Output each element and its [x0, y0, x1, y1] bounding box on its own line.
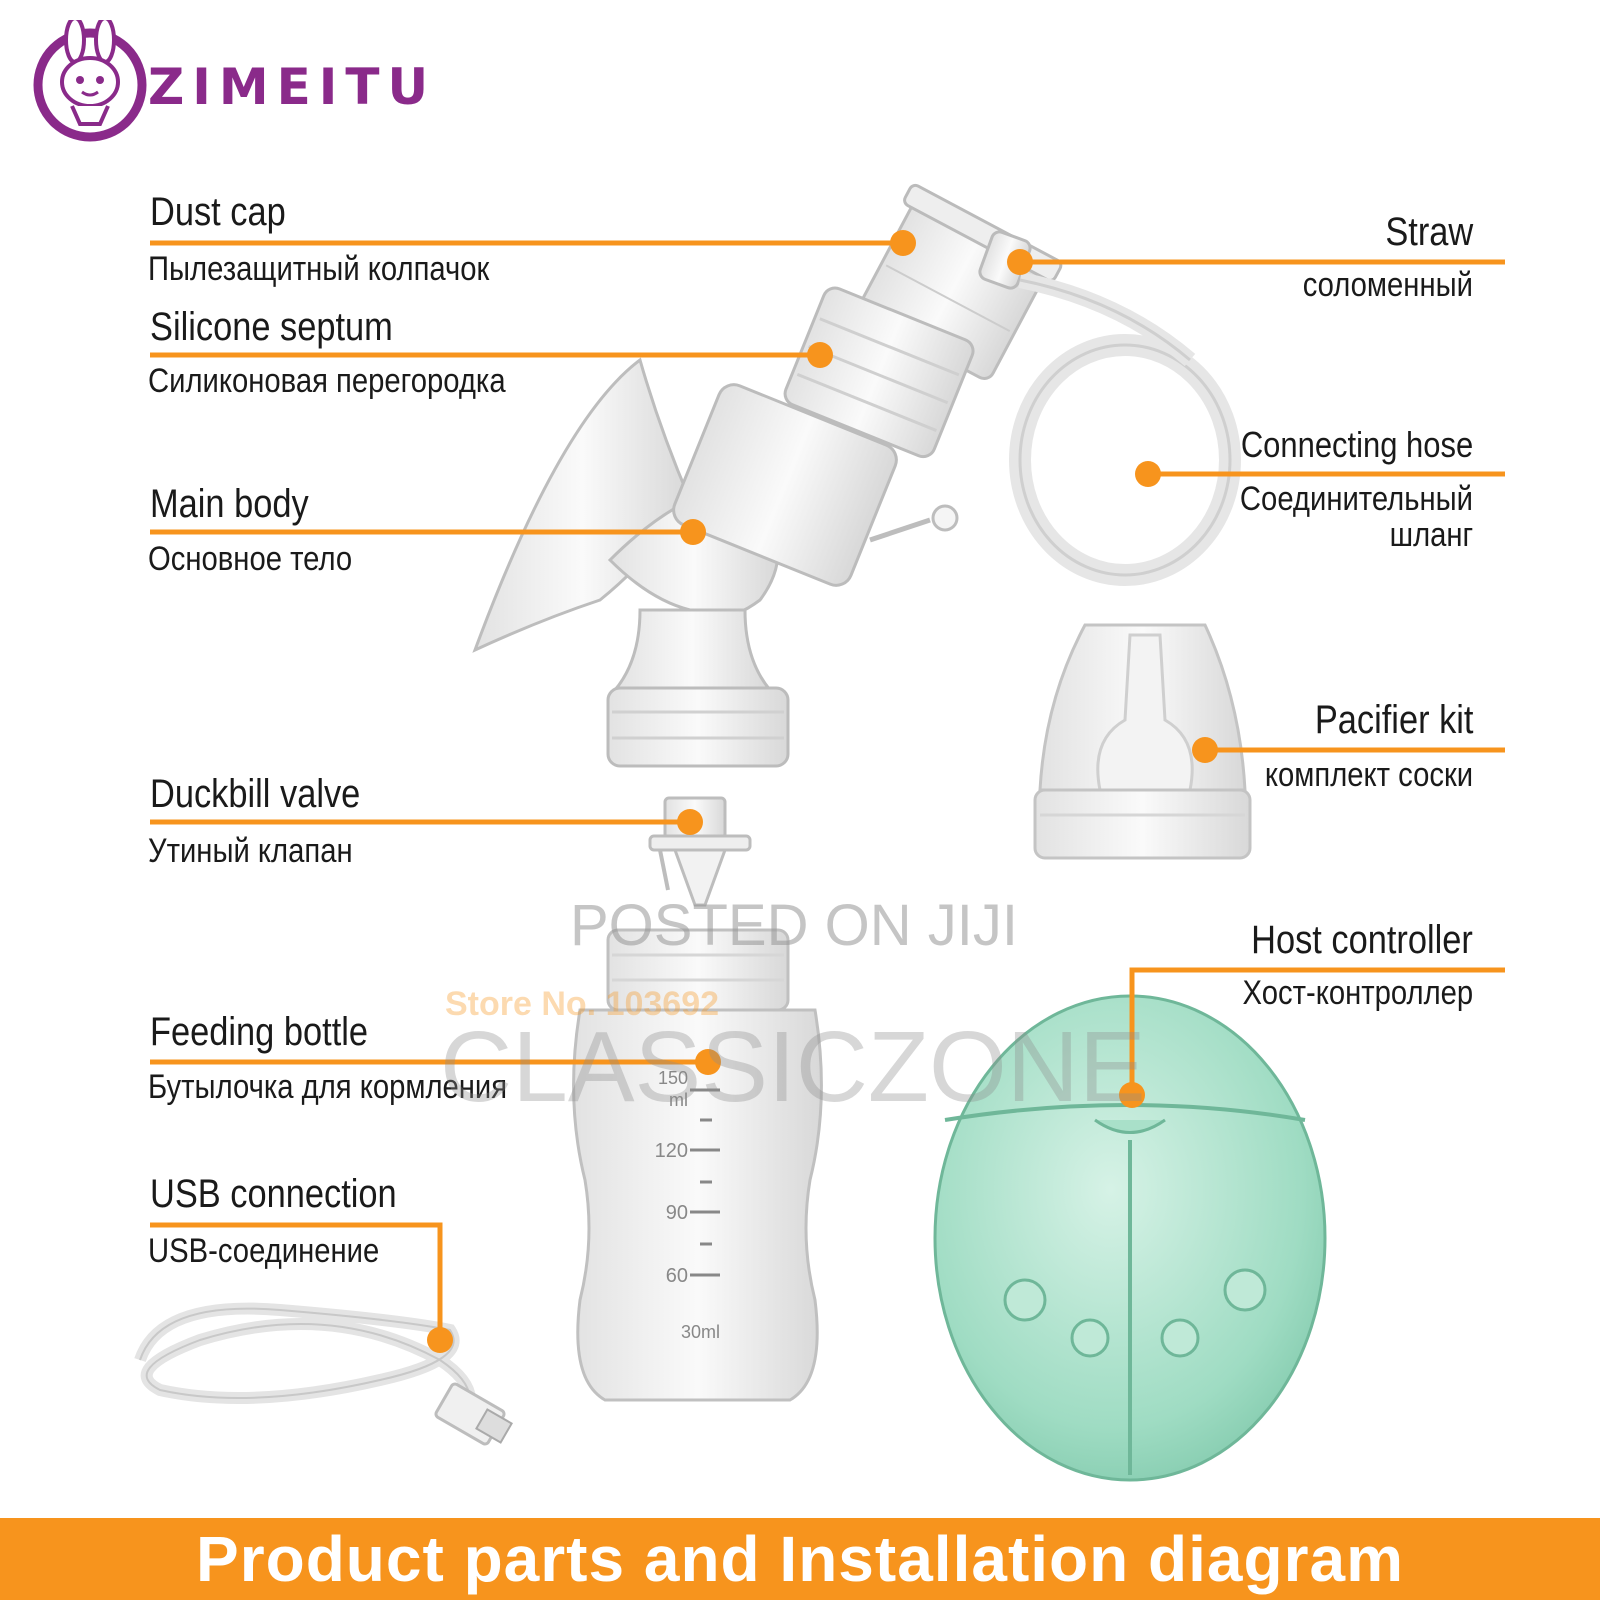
pacifier-kit-label: Pacifier kit: [1314, 698, 1473, 742]
duckbill-valve-label: Duckbill valve: [150, 772, 361, 816]
pacifier-kit-label-ru: комплект соски: [1264, 756, 1473, 794]
bottle-mark-30ml: 30ml: [681, 1322, 720, 1342]
feeding-bottle-label-ru: Бутылочка для кормления: [148, 1068, 508, 1106]
usb-cable-part: [134, 1302, 513, 1446]
usb-connection-label-ru: USB-соединение: [148, 1232, 380, 1270]
brand-logo-icon: [33, 20, 147, 142]
dust-cap-label: Dust cap: [150, 190, 286, 234]
silicone-septum-part: [783, 286, 975, 459]
main-body-part: [472, 357, 959, 768]
leader-lines: [150, 240, 1505, 1340]
straw-label: Straw: [1385, 210, 1473, 254]
host-controller-label: Host controller: [1251, 918, 1473, 962]
feeding-bottle-part: 150 ml 120 90 60 30ml: [572, 928, 823, 1402]
usb-connection-label: USB connection: [150, 1172, 397, 1216]
connecting-hose-label: Connecting hose: [1240, 424, 1473, 465]
dust-cap-label-ru: Пылезащитный колпачок: [148, 250, 490, 288]
brand-name: ZIMEITU: [148, 58, 437, 116]
leader-dots: [427, 230, 1218, 1353]
host-controller-part: [933, 994, 1327, 1482]
main-body-label-ru: Основное тело: [148, 540, 353, 578]
straw-label-ru: соломенный: [1302, 266, 1473, 304]
feeding-bottle-label: Feeding bottle: [150, 1010, 369, 1054]
connecting-hose-label-ru: Соединительный: [1239, 480, 1473, 518]
host-controller-label-ru: Хост-контроллер: [1242, 974, 1473, 1012]
connecting-hose-part: [1009, 272, 1241, 586]
bottle-mark-150: 150: [658, 1068, 688, 1088]
pacifier-kit-part: [1033, 623, 1252, 860]
bottle-mark-90: 90: [666, 1202, 688, 1224]
main-body-label: Main body: [150, 482, 309, 526]
bottle-mark-60: 60: [666, 1265, 688, 1287]
banner-title: Product parts and Installation diagram: [196, 1523, 1404, 1595]
silicone-septum-label: Silicone septum: [150, 305, 393, 349]
bottle-mark-120: 120: [655, 1140, 688, 1162]
connecting-hose-label-ru-2: шланг: [1389, 516, 1473, 554]
bottom-banner: Product parts and Installation diagram: [0, 1518, 1600, 1600]
silicone-septum-label-ru: Силиконовая перегородка: [148, 362, 506, 400]
bottle-mark-ml: ml: [669, 1090, 688, 1110]
duckbill-valve-label-ru: Утиный клапан: [148, 832, 353, 870]
